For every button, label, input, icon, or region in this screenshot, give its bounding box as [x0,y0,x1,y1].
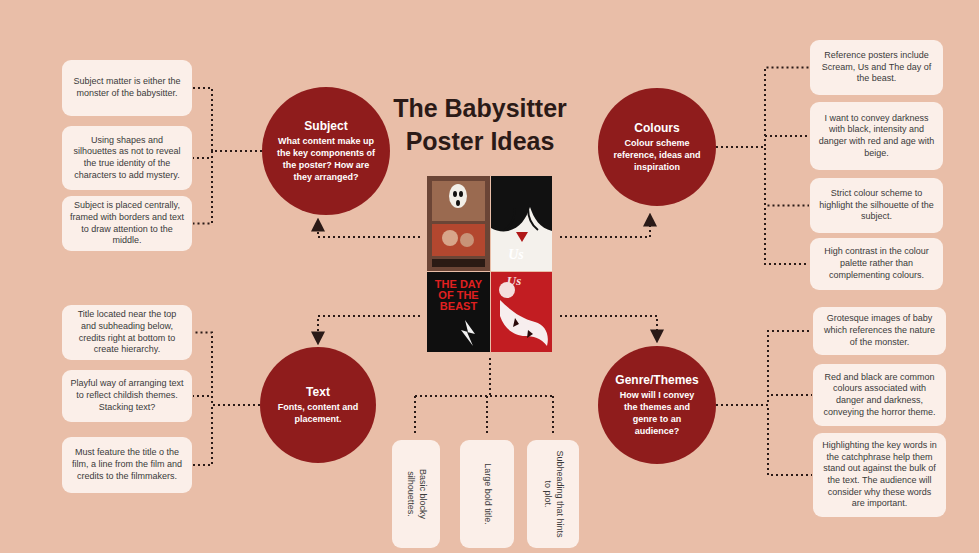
note-text: Must feature the title o the film, a lin… [69,447,185,482]
topic-heading: Colours [634,121,679,135]
dotted-connector [716,147,809,206]
poster-title: THE DAY OF THE BEAST [429,279,488,312]
dotted-connector [716,331,812,405]
note-box: Red and black are common colours associa… [813,364,946,426]
topic-circle: TextFonts, content and placement. [260,347,376,463]
dotted-connector [716,147,809,264]
note-box: Strict colour scheme to highlight the si… [810,178,943,233]
note-text: Large bold title. [481,447,493,541]
dotted-connector [193,88,262,151]
dotted-connector [716,405,812,475]
vertical-note-box: Basic blocky silhouettes. [392,440,440,548]
note-box: High contrast in the colour palette rath… [810,238,943,290]
note-text: Subheading that hints to plot. [541,447,564,541]
topic-circle: SubjectWhat content make up the key comp… [262,87,390,215]
note-text: Playful way of arranging text to reflect… [69,378,185,413]
topic-heading: Genre/Themes [615,373,698,387]
topic-question: What content make up the key components … [276,135,376,184]
note-box: I want to convey darkness with black, in… [810,102,943,170]
topic-circle: Genre/ThemesHow will I convey the themes… [598,346,716,464]
day-of-the-beast-poster [427,272,490,352]
note-box: Playful way of arranging text to reflect… [62,370,192,422]
note-text: Subject is placed centrally, framed with… [69,200,185,247]
dotted-connector [193,396,260,405]
note-box: Highlighting the key words in the catchp… [813,433,946,517]
topic-question: Fonts, content and placement. [274,401,362,425]
dotted-connector [193,333,260,406]
diagram-title: The Babysitter Poster Ideas [380,92,580,157]
dotted-connector [193,151,262,158]
vertical-note-box: Subheading that hints to plot. [527,440,579,548]
topic-heading: Subject [304,119,347,133]
note-text: Basic blocky silhouettes. [404,447,427,541]
note-text: I want to convey darkness with black, in… [817,113,936,160]
note-text: High contrast in the colour palette rath… [817,246,936,281]
note-box: Reference posters include Scream, Us and… [810,40,943,95]
poster-title: Us [494,274,534,287]
note-text: Subject matter is either the monster of … [69,76,185,99]
note-text: Title located near the top and subheadin… [69,309,185,356]
dotted-connector [716,136,809,147]
scream-poster [427,176,490,271]
note-box: Must feature the title o the film, a lin… [62,437,192,493]
note-box: Grotesque images of baby which reference… [813,307,946,355]
topic-circle: ColoursColour scheme reference, ideas an… [598,88,716,206]
note-text: Highlighting the key words in the catchp… [820,440,939,510]
topic-question: How will I convey the themes and genre t… [612,389,702,438]
note-box: Using shapes and silhouettes as not to r… [62,126,192,190]
note-text: Grotesque images of baby which reference… [820,313,939,348]
dotted-connector [193,151,262,224]
note-box: Subject matter is either the monster of … [62,60,192,116]
note-text: Using shapes and silhouettes as not to r… [69,135,185,182]
note-box: Title located near the top and subheadin… [62,305,192,360]
topic-question: Colour scheme reference, ideas and inspi… [612,137,702,173]
us-red-poster [491,272,552,352]
note-text: Strict colour scheme to highlight the si… [817,188,936,223]
poster-title: Us [496,248,536,262]
note-box: Subject is placed centrally, framed with… [62,196,192,251]
note-text: Reference posters include Scream, Us and… [817,50,936,85]
topic-heading: Text [306,385,330,399]
us-poster [491,176,552,271]
dotted-connector [716,395,812,405]
dotted-connector [716,68,809,148]
vertical-note-box: Large bold title. [460,440,514,548]
dotted-connector [193,405,260,465]
note-text: Red and black are common colours associa… [820,372,939,419]
